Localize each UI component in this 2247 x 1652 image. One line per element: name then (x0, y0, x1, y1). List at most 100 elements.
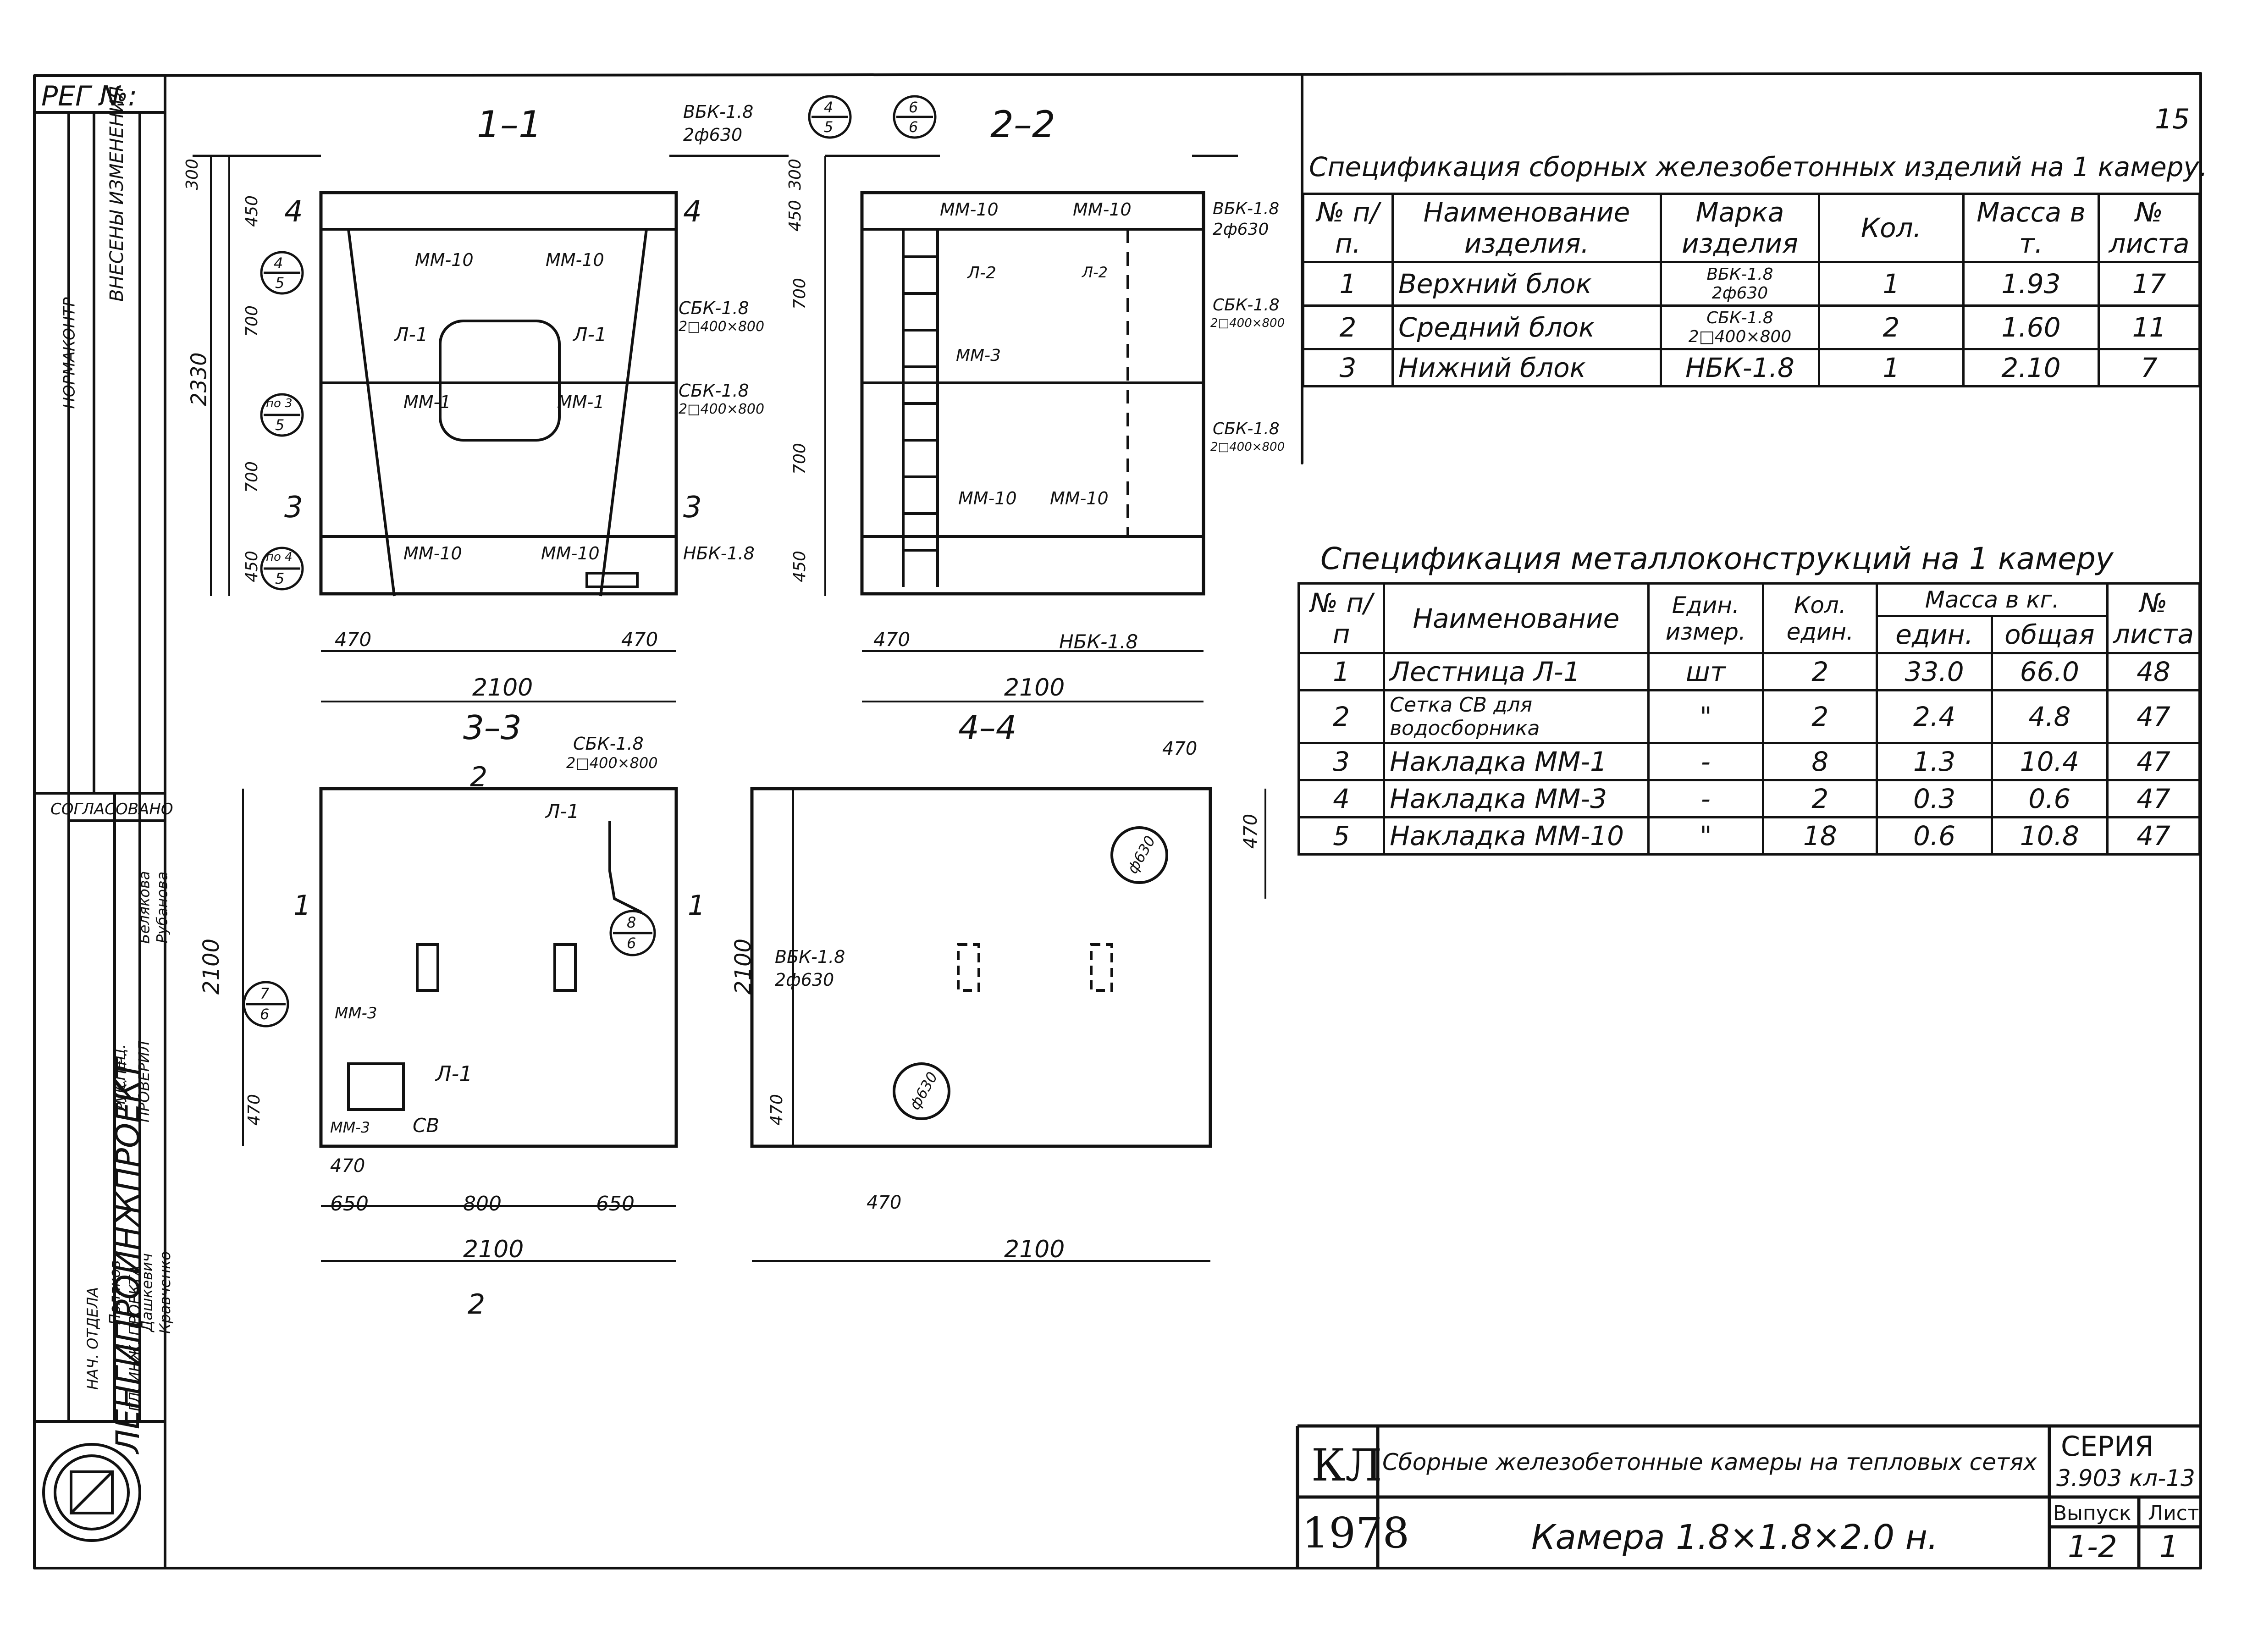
th-num: № п/п. (1302, 193, 1394, 263)
cell: " (1647, 689, 1765, 744)
s33-dim-h2100: 2100 (199, 938, 225, 995)
s11-dim-300: 300 (182, 159, 202, 190)
s11-callout1-top: 4 (274, 254, 283, 272)
s11-dim-450a: 450 (242, 195, 261, 227)
tb-series: 3.903 кл-13 (2056, 1465, 2195, 1492)
s11-sbk1-a: СБК-1.8 (679, 298, 749, 318)
s22-l2b: Л-2 (1082, 264, 1108, 281)
s22-mm10-1: ММ-10 (940, 199, 999, 220)
cell: Лестница Л-1 (1383, 652, 1650, 691)
cell: Накладка ММ-3 (1383, 779, 1650, 818)
precast-spec-table: № п/п. Наименование изделия. Марка издел… (1302, 193, 2201, 387)
s11-cut4-right: 4 (683, 195, 702, 229)
table2-title: Спецификация металлоконструкций на 1 кам… (1320, 541, 2114, 576)
view-title-4-4: 4–4 (958, 708, 1017, 747)
th-name: Наименование изделия. (1391, 193, 1662, 263)
stamp-row-1: НАЧ. ОТДЕЛА (84, 1287, 102, 1390)
th-mass-total: общая (1990, 615, 2109, 654)
s11-vbk-a: ВБК-1.8 (683, 102, 754, 122)
cell: 1 (1818, 261, 1965, 307)
s33-cut1: 1 (293, 890, 311, 922)
s33-cut1r: 1 (688, 890, 706, 922)
s11-dim-450b: 450 (242, 551, 261, 582)
cell: 1 (1297, 652, 1386, 691)
s11-callout2-bot: 5 (275, 416, 285, 434)
tb-subject: Сборные железобетонные камеры на тепловы… (1382, 1449, 2037, 1475)
s44-vbk-b: 2ф630 (775, 970, 834, 990)
section-2-2 (825, 155, 1238, 596)
cell: Сетка СВ для водосборника (1383, 689, 1650, 744)
s11-dim-w470b: 470 (621, 628, 658, 651)
cell: 1.60 (1962, 304, 2100, 350)
s33-callout2-bot: 6 (260, 1006, 270, 1023)
s22-mm10-2: ММ-10 (1073, 199, 1132, 220)
cell: 0.6 (1990, 779, 2109, 818)
s22-dim-w470: 470 (873, 628, 911, 651)
mark-b: 2ф630 (1711, 284, 1768, 303)
cell: 3 (1297, 742, 1386, 781)
cell: 17 (2098, 261, 2201, 307)
th-sheet: № листа (2106, 582, 2201, 654)
table-header-row: № п/п Наименование Един. измер. Кол. еди… (1297, 582, 2201, 654)
s11-callout1-bot: 5 (275, 274, 285, 292)
s44-dim-w470top: 470 (1162, 738, 1198, 759)
s11-sbk2-b: 2□400×800 (679, 401, 765, 417)
s11-mm1-1: ММ-1 (403, 392, 451, 412)
stamp-name-4: Белякова (135, 871, 153, 944)
table-header-row: № п/п. Наименование изделия. Марка издел… (1302, 193, 2201, 263)
table1-title: Спецификация сборных железобетонных изде… (1309, 151, 2208, 182)
tb-code: КЛ (1311, 1440, 1382, 1491)
stamp-name-1: Поляков (106, 1260, 124, 1325)
table-row: 3 Накладка ММ-1 - 8 1.3 10.4 47 (1297, 742, 2201, 781)
cell: 5 (1297, 816, 1386, 856)
s33-dim-w470: 470 (330, 1155, 365, 1177)
table-row: 4 Накладка ММ-3 - 2 0.3 0.6 47 (1297, 779, 2201, 818)
s33-dim-w800: 800 (463, 1192, 502, 1216)
th-qty: Кол. един. (1762, 582, 1878, 654)
tb-series-label: СЕРИЯ (2061, 1431, 2154, 1463)
s22-sbk1-a: СБК-1.8 (1213, 296, 1280, 315)
s11-dim-w2100: 2100 (472, 674, 533, 702)
s44-dim-w470: 470 (867, 1192, 902, 1213)
s11-callout3-top: по 4 (266, 550, 293, 564)
s11-dim-w470a: 470 (335, 628, 372, 651)
th-mark: Марка изделия (1660, 193, 1820, 263)
s33-callout1-top: 8 (627, 914, 636, 931)
cell: 47 (2106, 742, 2201, 781)
s33-mm3: ММ-3 (335, 1004, 377, 1022)
cell: 2 (1762, 779, 1878, 818)
cell: 1.3 (1876, 742, 1993, 781)
cell: 2 (1302, 304, 1394, 350)
s22-mm10-3: ММ-10 (958, 488, 1017, 508)
s11-l1-b: Л-1 (573, 323, 607, 346)
cell: Нижний блок (1391, 348, 1662, 387)
s44-dim-h2100: 2100 (730, 938, 756, 995)
s11-dim-700b: 700 (242, 461, 261, 493)
s11-callout3-bot: 5 (275, 570, 285, 587)
s33-cut2: 2 (470, 761, 488, 793)
cell: НБК-1.8 (1660, 348, 1820, 387)
cell: 66.0 (1990, 652, 2109, 691)
cell: 8 (1762, 742, 1878, 781)
table-row: 1 Лестница Л-1 шт 2 33.0 66.0 48 (1297, 652, 2201, 691)
s11-cut3-right: 3 (683, 491, 702, 525)
s22-dim-700a: 700 (790, 278, 809, 309)
org-logo (42, 1443, 141, 1542)
plan-3-3 (319, 787, 678, 1148)
table-row: 3 Нижний блок НБК-1.8 1 2.10 7 (1302, 348, 2201, 387)
cell: 2 (1297, 689, 1386, 744)
cell: 10.4 (1990, 742, 2109, 781)
cell: - (1647, 779, 1765, 818)
cell: 48 (2106, 652, 2201, 691)
s33-callout2-top: 7 (260, 985, 270, 1002)
metal-spec-table: № п/п Наименование Един. измер. Кол. еди… (1297, 582, 2201, 856)
cell: 4.8 (1990, 689, 2109, 744)
s22-dim-700b: 700 (790, 443, 809, 475)
th-unit: Един. измер. (1647, 582, 1765, 654)
cell: 1 (1818, 348, 1965, 387)
cell: Верхний блок (1391, 261, 1662, 307)
view-title-3-3: 3–3 (463, 708, 522, 747)
